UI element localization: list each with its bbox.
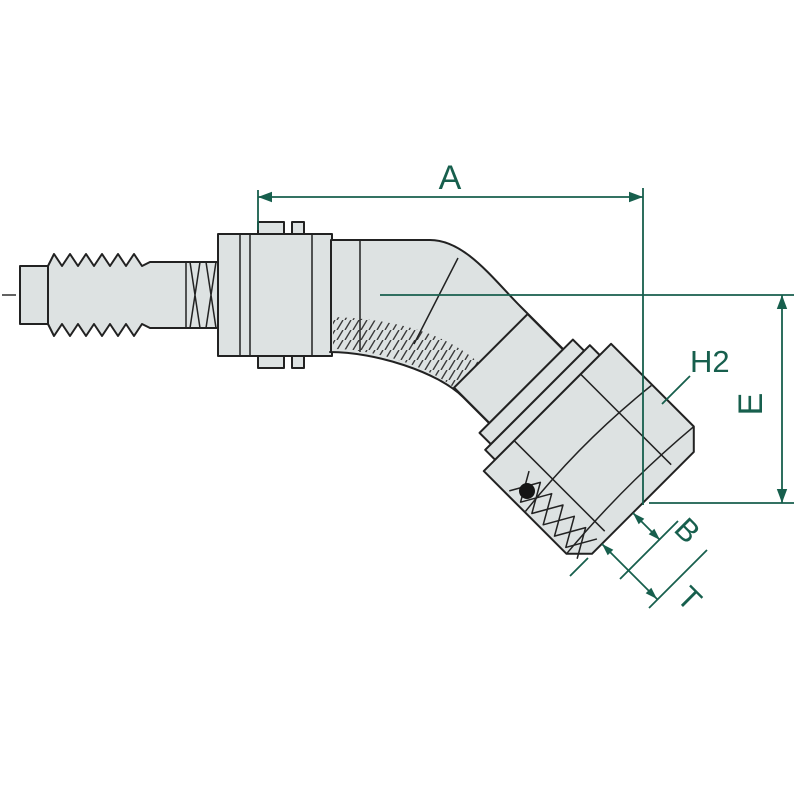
dimension-b-extension-lines xyxy=(569,520,679,580)
nut-wrench-flat-lines xyxy=(513,373,672,532)
dimension-t-arrow-start xyxy=(602,544,614,556)
dimension-a-arrow-right xyxy=(629,191,643,203)
nut-thread-serrations xyxy=(509,470,598,559)
dimension-t-line xyxy=(601,543,658,600)
dimension-annotations: A E H2 B T xyxy=(257,159,794,618)
crimp-collar xyxy=(217,233,333,357)
dimension-h2-leader xyxy=(661,375,691,405)
dimension-a-label: A xyxy=(439,159,462,197)
collar-division-lines xyxy=(239,234,313,356)
dimension-t-arrow-end xyxy=(645,587,657,599)
dimension-h2: H2 xyxy=(661,344,730,405)
dimension-e-label: E xyxy=(732,393,770,416)
dimension-e: E xyxy=(380,294,794,504)
angled-end xyxy=(453,313,695,559)
bend-seam-lines xyxy=(359,240,459,352)
dimension-e-arrow-bottom xyxy=(776,489,788,503)
dimension-b-arrow-start xyxy=(633,513,645,525)
dimension-t-extension-line xyxy=(648,549,708,609)
nut-corner-arcs xyxy=(524,384,695,555)
dimension-a-arrow-left xyxy=(258,191,272,203)
dimension-b-label: B xyxy=(668,511,707,550)
hose-barb-section xyxy=(47,253,219,337)
dimension-t: T xyxy=(601,543,709,618)
dimension-e-extension-lines xyxy=(380,294,794,504)
o-ring-dot xyxy=(519,483,535,499)
hose-tail-cap xyxy=(19,265,49,325)
dimension-t-label: T xyxy=(670,580,708,618)
dimension-h2-label: H2 xyxy=(690,344,730,379)
fitting-drawing xyxy=(2,221,695,559)
tail-thread-lines xyxy=(185,261,217,329)
collar-ribs xyxy=(257,221,305,369)
dimension-a: A xyxy=(257,159,644,505)
dimension-e-arrow-top xyxy=(776,295,788,309)
dimension-b-arrow-end xyxy=(648,528,660,540)
